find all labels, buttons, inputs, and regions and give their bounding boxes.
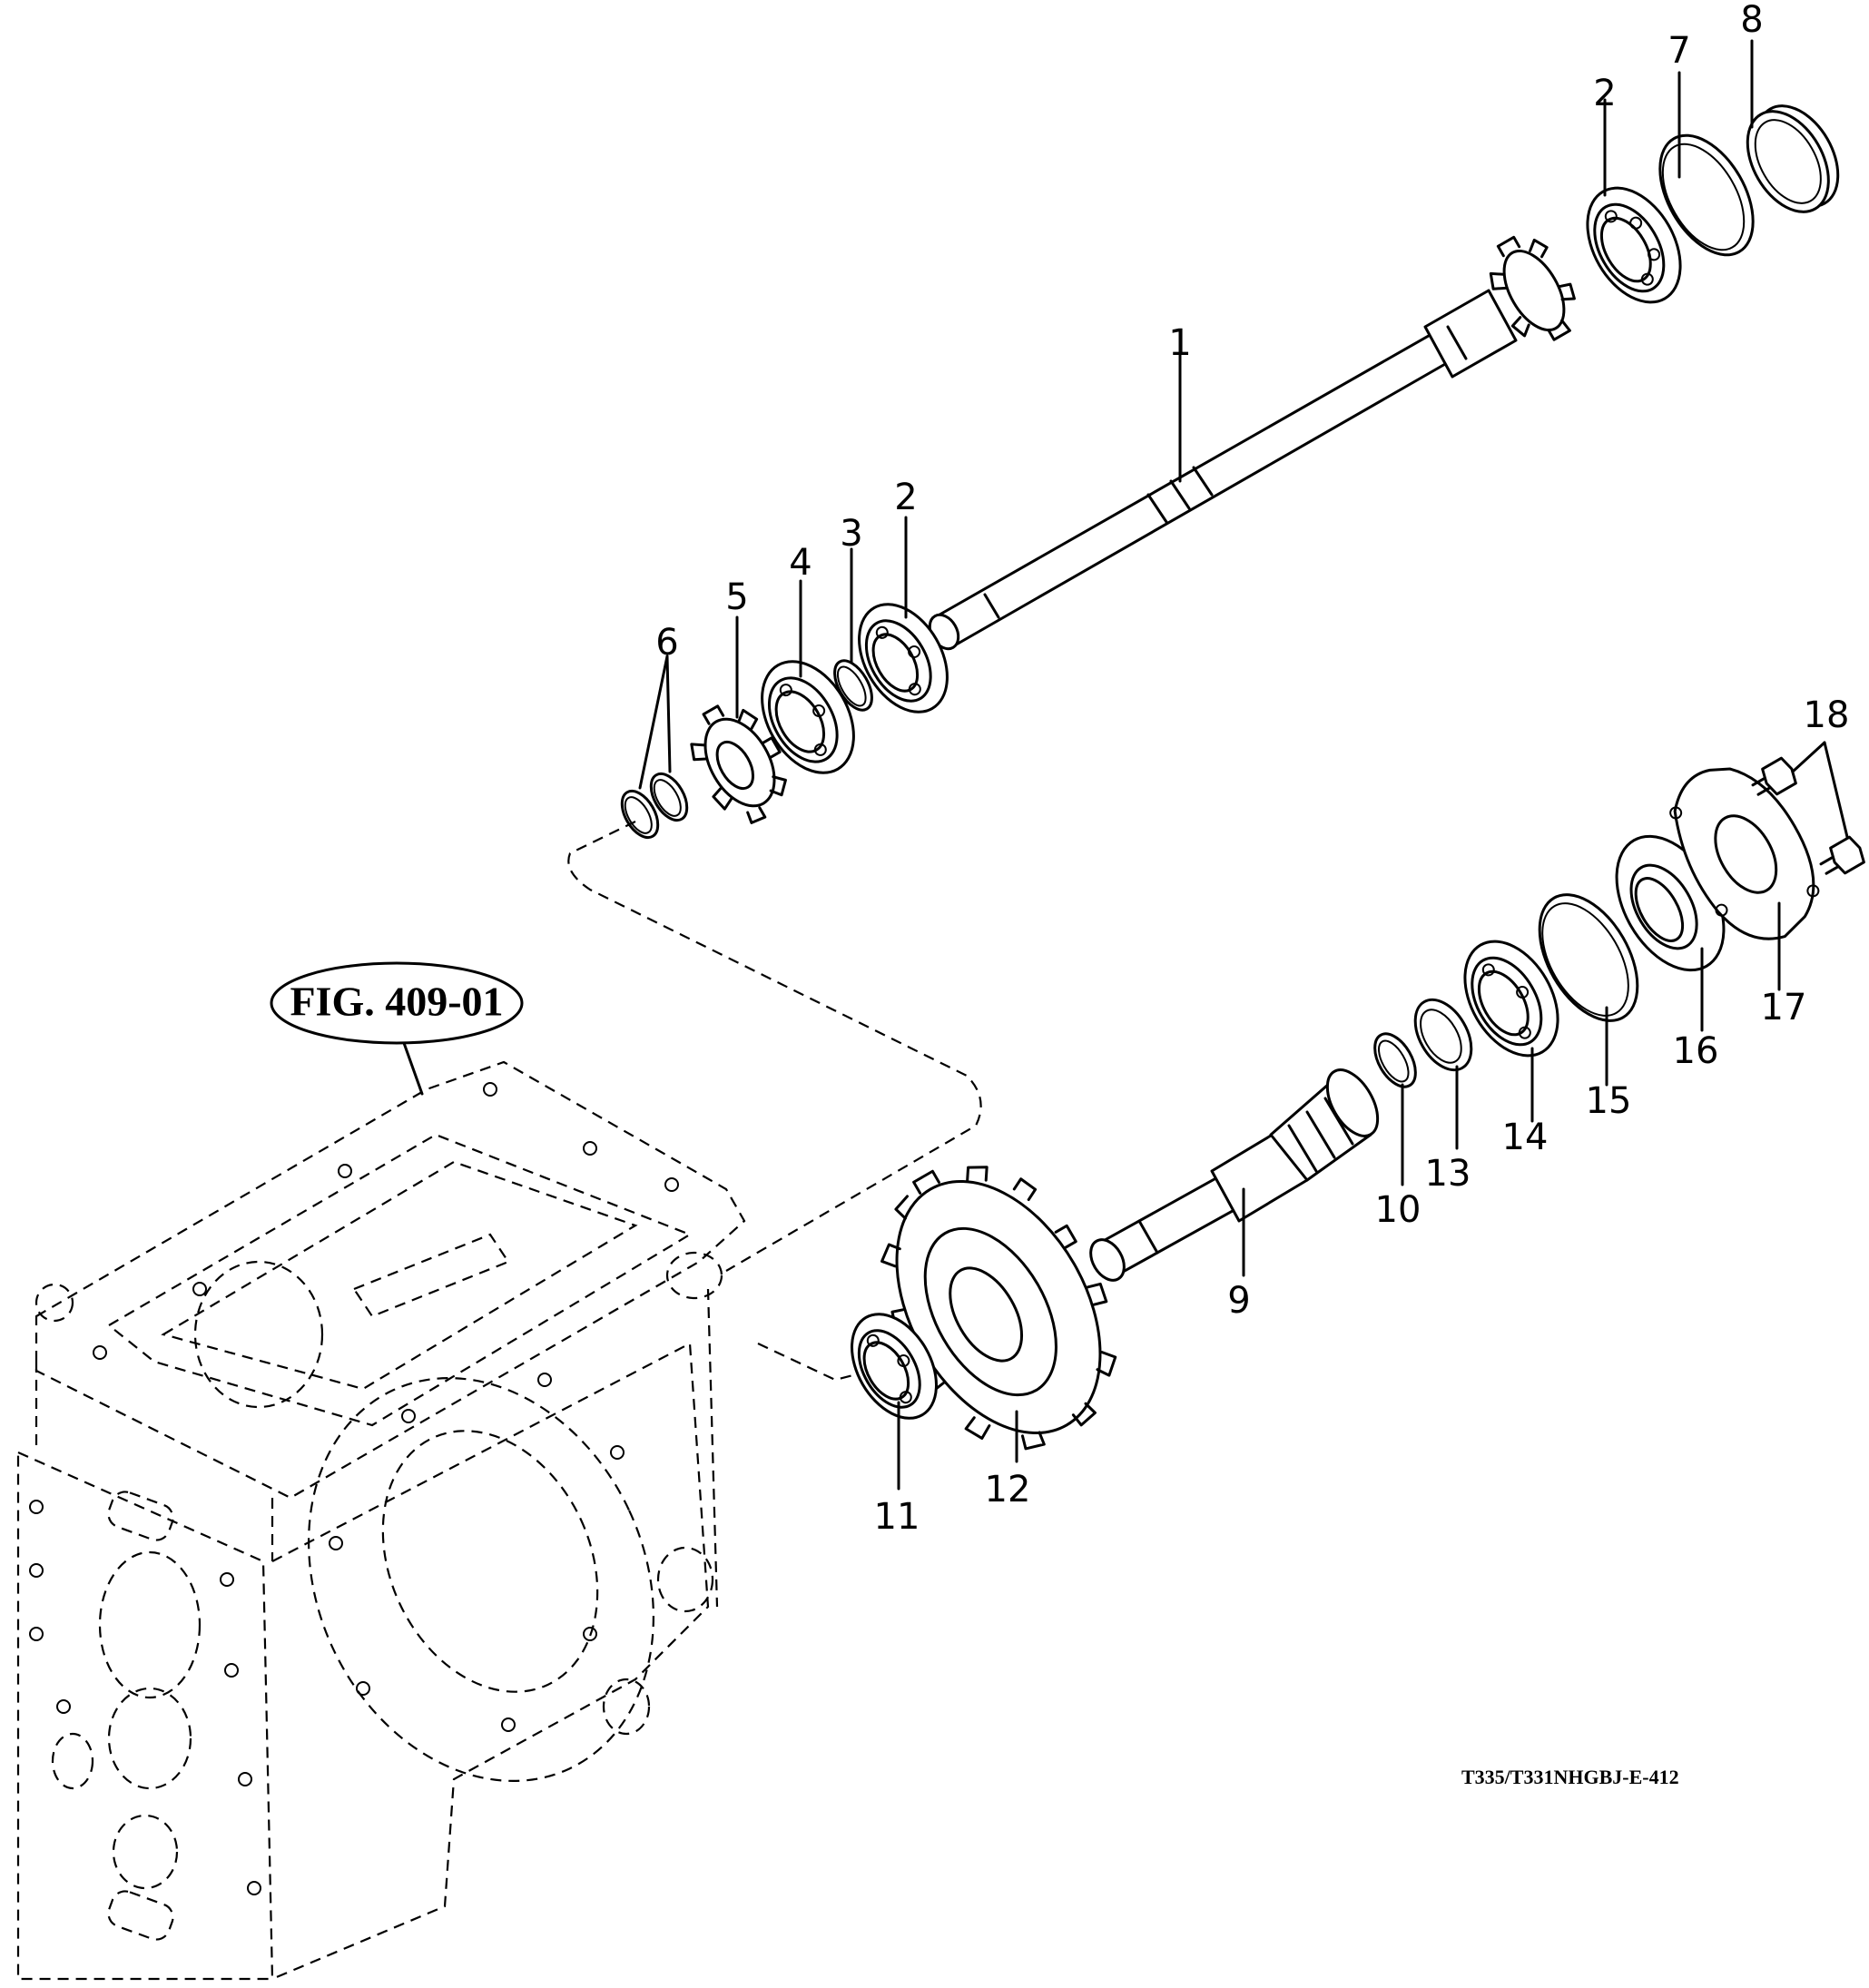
bearing-14: [1463, 940, 1559, 1058]
drawing-code: T335/T331NHGBJ-E-412: [1461, 1766, 1679, 1788]
callout-8[interactable]: 8: [1740, 0, 1763, 41]
input-shaft: [928, 235, 1576, 651]
snap-ring-10: [1373, 1032, 1417, 1088]
callout-11[interactable]: 11: [874, 1496, 920, 1538]
bolt-18b: [1819, 835, 1865, 875]
figure-reference-label: FIG. 409-01: [290, 979, 503, 1025]
figure-reference[interactable]: FIG. 409-01: [270, 961, 524, 1045]
assembly-line-upper: [567, 821, 982, 1272]
bolt-18a: [1751, 756, 1797, 796]
output-shaft: [1089, 1068, 1380, 1282]
bearing-middle: [858, 603, 949, 714]
callout-6[interactable]: 6: [655, 622, 678, 664]
callout-5[interactable]: 5: [725, 576, 748, 618]
callout-17[interactable]: 17: [1761, 987, 1807, 1028]
callout-7[interactable]: 7: [1667, 30, 1690, 72]
callout-4[interactable]: 4: [789, 542, 812, 584]
callout-10[interactable]: 10: [1375, 1189, 1421, 1231]
snap-ring-15: [1538, 893, 1639, 1022]
cover-plate-17: [1669, 767, 1820, 940]
circlip-6a: [620, 789, 660, 840]
bearing-4: [761, 660, 855, 774]
callouts: 1 2 7 8 2 3 4 5 6 9 10 13 14 15 16 17 18…: [655, 0, 1849, 1538]
callout-2-top[interactable]: 2: [1593, 73, 1616, 114]
circlip-6b: [649, 772, 689, 822]
callout-13[interactable]: 13: [1425, 1153, 1471, 1195]
callout-15[interactable]: 15: [1586, 1080, 1632, 1122]
leader-lines: [638, 39, 1849, 1491]
callout-18[interactable]: 18: [1804, 694, 1850, 736]
shim-13: [1413, 998, 1473, 1072]
bearing-top: [1586, 186, 1682, 304]
small-gear: [690, 704, 787, 824]
callout-12[interactable]: 12: [985, 1469, 1031, 1511]
callout-3[interactable]: 3: [840, 513, 862, 555]
callout-2-middle[interactable]: 2: [894, 477, 917, 518]
callout-16[interactable]: 16: [1673, 1030, 1719, 1072]
callout-9[interactable]: 9: [1227, 1280, 1250, 1322]
callout-1[interactable]: 1: [1168, 322, 1191, 364]
sleeve-ring: [1746, 104, 1840, 213]
callout-14[interactable]: 14: [1502, 1117, 1549, 1158]
figure-reference-leader: [402, 1041, 424, 1096]
large-gear-12: [880, 1166, 1117, 1451]
bearing-11: [851, 1313, 938, 1420]
snap-ring-top: [1658, 133, 1755, 257]
assembly-line-lower: [757, 1343, 854, 1382]
transmission-housing: [16, 1060, 746, 1981]
